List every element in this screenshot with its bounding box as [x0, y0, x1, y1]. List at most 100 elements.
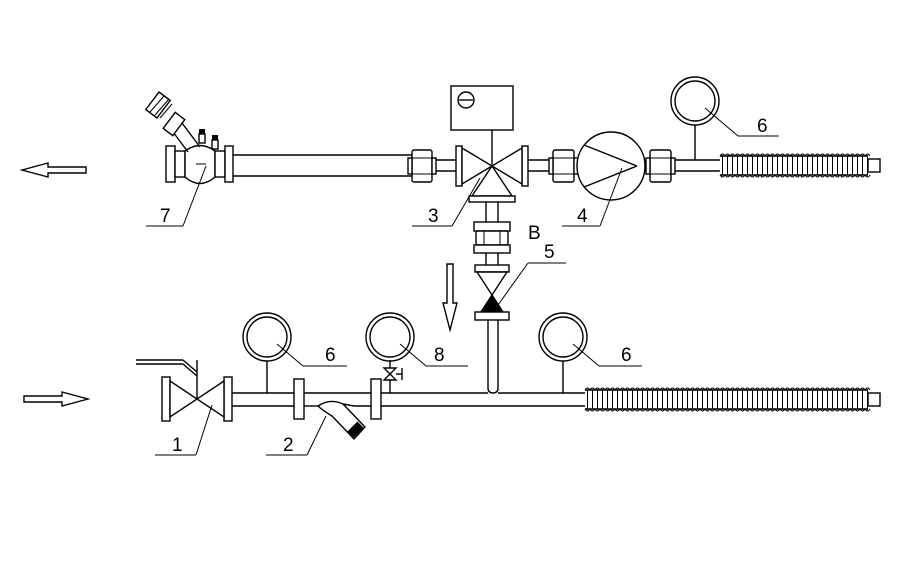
hose-corrugation	[794, 174, 801, 178]
union-fitting	[645, 149, 676, 183]
hose-corrugation	[679, 408, 686, 412]
hose-corrugation	[754, 153, 761, 157]
union-fitting	[407, 149, 437, 183]
hose-corrugation	[789, 174, 796, 178]
hose-corrugation	[679, 387, 686, 391]
hose-corrugation	[634, 408, 641, 412]
hose-corrugation	[799, 387, 806, 391]
hose-corrugation	[779, 408, 786, 412]
hose-corrugation	[699, 408, 706, 412]
hose-corrugation	[664, 387, 671, 391]
hose-corrugation	[789, 408, 796, 412]
hose-corrugation	[834, 153, 841, 157]
hose-corrugation	[694, 408, 701, 412]
hose-corrugation	[719, 174, 726, 178]
hose-corrugation	[859, 174, 866, 178]
hose-corrugation	[749, 174, 756, 178]
balancing-valve	[144, 91, 234, 185]
hose-corrugation	[829, 174, 836, 178]
inlet-arrow	[23, 391, 91, 407]
check-valve	[474, 264, 510, 321]
hose-corrugation	[674, 387, 681, 391]
hose-corrugation	[739, 153, 746, 157]
hose-corrugation	[674, 408, 681, 412]
hose-corrugation	[814, 174, 821, 178]
hose-corrugation	[599, 408, 606, 412]
outlet-arrow	[19, 162, 87, 178]
hose-corrugation	[779, 387, 786, 391]
hose-corrugation	[789, 387, 796, 391]
hose-corrugation	[729, 387, 736, 391]
hose-corrugation	[864, 408, 871, 412]
hose-corrugation	[614, 387, 621, 391]
hose-corrugation	[709, 387, 716, 391]
hose-corrugation	[634, 387, 641, 391]
hose-corrugation	[744, 153, 751, 157]
hose-corrugation	[804, 174, 811, 178]
hose-corrugation	[724, 408, 731, 412]
hose-corrugation	[824, 387, 831, 391]
hose-corrugation	[589, 387, 596, 391]
hose-corrugation	[584, 408, 591, 412]
label-4: 4	[577, 206, 588, 227]
hose-corrugation	[624, 387, 631, 391]
hose-corrugation	[769, 387, 776, 391]
hose-corrugation	[769, 153, 776, 157]
hose-corrugation	[799, 153, 806, 157]
label-6-mid: 6	[325, 345, 336, 366]
hose-corrugation	[849, 174, 856, 178]
hose-corrugation	[754, 387, 761, 391]
hose-corrugation	[739, 174, 746, 178]
hose-corrugation	[809, 174, 816, 178]
mixing-valve	[455, 130, 529, 203]
hose-corrugation	[639, 387, 646, 391]
hose-corrugation	[814, 387, 821, 391]
hose-corrugation	[789, 153, 796, 157]
hose-corrugation	[809, 153, 816, 157]
hose-corrugation	[769, 408, 776, 412]
hose-corrugation	[594, 408, 601, 412]
hose-corrugation	[619, 387, 626, 391]
hose-corrugation	[839, 174, 846, 178]
hose-corrugation	[784, 408, 791, 412]
union-fitting	[548, 149, 579, 183]
hose-corrugation	[704, 387, 711, 391]
hose-corrugation	[714, 387, 721, 391]
hose-corrugation	[849, 153, 856, 157]
hose-corrugation	[764, 408, 771, 412]
hose-corrugation	[609, 408, 616, 412]
hose-corrugation	[644, 387, 651, 391]
hose-corrugation	[734, 387, 741, 391]
hose-corrugation	[744, 174, 751, 178]
flexible-hose	[584, 387, 881, 412]
hose-corrugation	[604, 408, 611, 412]
hose-corrugation	[724, 387, 731, 391]
hose-corrugation	[774, 387, 781, 391]
hose-corrugation	[839, 153, 846, 157]
hose-corrugation	[859, 153, 866, 157]
hose-corrugation	[739, 408, 746, 412]
hose-corrugation	[784, 387, 791, 391]
hose-corrugation	[824, 408, 831, 412]
hose-corrugation	[854, 174, 861, 178]
hose-corrugation	[584, 387, 591, 391]
hose-corrugation	[834, 408, 841, 412]
hose-corrugation	[694, 387, 701, 391]
hose-corrugation	[839, 408, 846, 412]
hose-corrugation	[844, 408, 851, 412]
label-b: B	[528, 223, 541, 244]
hose-corrugation	[854, 153, 861, 157]
hose-corrugation	[809, 408, 816, 412]
hose-corrugation	[724, 153, 731, 157]
hose-corrugation	[844, 174, 851, 178]
bypass-pipe	[485, 202, 499, 394]
flexible-hose	[719, 153, 881, 178]
hose-corrugation	[849, 387, 856, 391]
hose-corrugation	[804, 153, 811, 157]
hose-corrugation	[784, 153, 791, 157]
hose-corrugation	[774, 153, 781, 157]
hose-corrugation	[749, 408, 756, 412]
hose-corrugation	[864, 174, 871, 178]
hose-corrugation	[654, 387, 661, 391]
